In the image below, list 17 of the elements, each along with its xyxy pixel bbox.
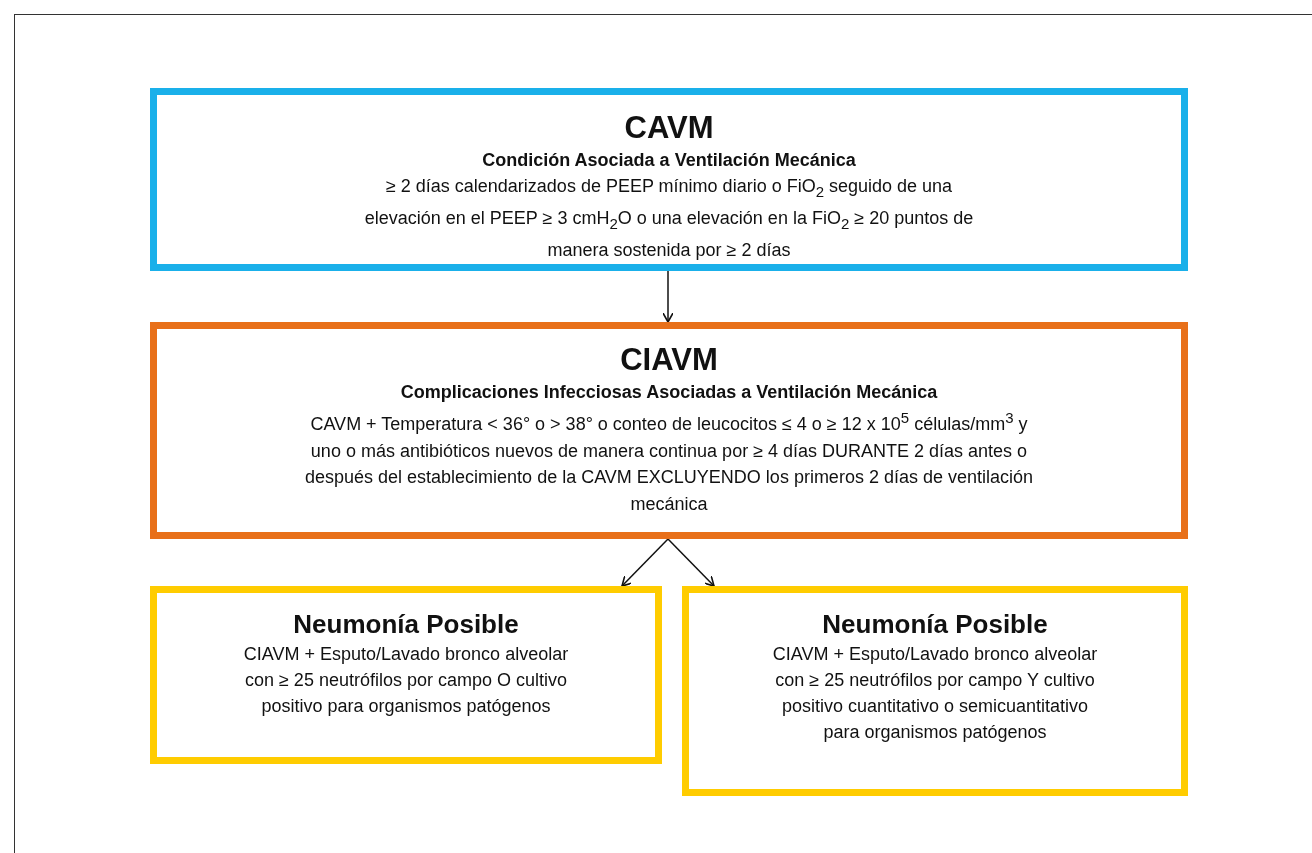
arrow [662, 270, 674, 323]
box-title: CIAVM [620, 341, 718, 379]
box-title: Neumonía Posible [293, 608, 519, 641]
box-description: CIAVM + Esputo/Lavado bronco alveolar con ≥ 25 neutrófilos por campo O cultivo positivo para organismos patógenos [242, 643, 570, 718]
box-description: ≥ 2 días calendarizados de PEEP mínimo diario o FiO$_{2}$ seguido de una elevación en el PEEP ≥ 3 cmH$_{2}$O o una elevación en la FiO$_{2}$ ≥ 20 puntos de manera sostenida por ≥ 2 días [363, 175, 975, 263]
outcome-box [682, 586, 1188, 796]
box-description: CIAVM + Esputo/Lavado bronco alveolar con ≥ 25 neutrófilos por campo Y cultivo positivo cuantitativo o semicuantitativo para organismos patógenos [771, 643, 1099, 744]
arrow [621, 538, 669, 587]
box-subtitle: Complicaciones Infecciosas Asociadas a Ventilación Mecánica [400, 381, 938, 404]
box-title: CAVM [624, 109, 714, 147]
definition-box [150, 322, 1188, 539]
outcome-box [150, 586, 662, 764]
definition-box [150, 88, 1188, 271]
box-subtitle: Condición Asociada a Ventilación Mecánica [482, 149, 856, 172]
box-description: CAVM + Temperatura < 36° o > 38° o conteo de leucocitos ≤ 4 o ≥ 12 x 10$^{5}$ células/mm$^{3}$ y uno o más antibióticos nuevos de manera continua por ≥ 4 días DURANTE 2 días antes o después del establecimiento de la CAVM EXCLUYENDO los primeros 2 días de ventilación mecánica [304, 408, 1034, 516]
arrow [667, 538, 715, 587]
box-title: Neumonía Posible [822, 608, 1048, 641]
